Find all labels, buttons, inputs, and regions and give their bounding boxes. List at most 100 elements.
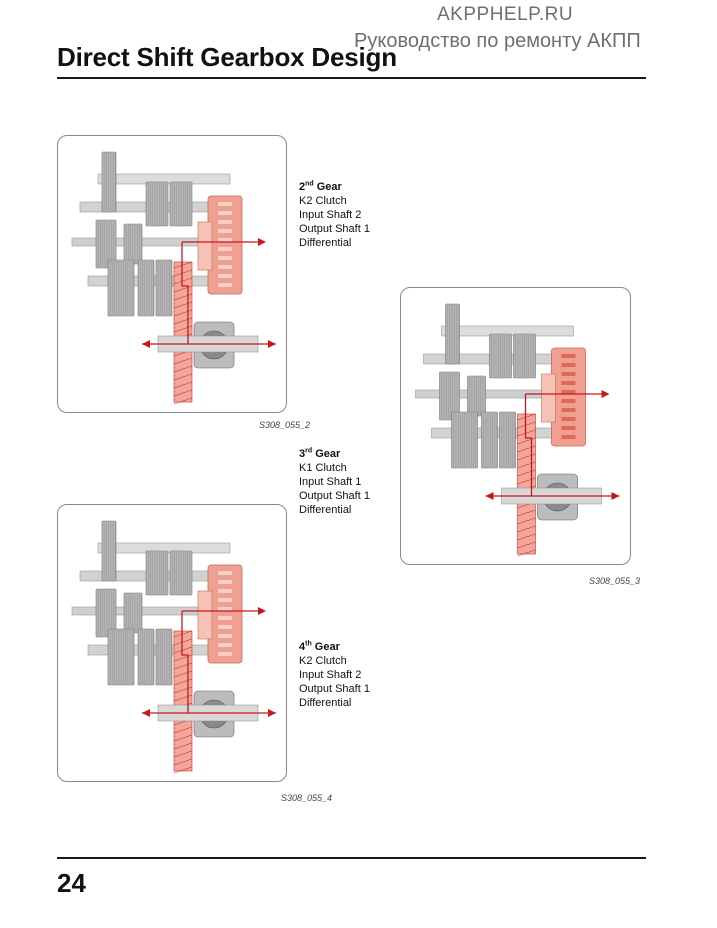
clutch-plate [218, 589, 232, 593]
legend-line: K2 Clutch [299, 655, 347, 667]
legend-line: Output Shaft 1 [299, 223, 370, 235]
clutch-plate [561, 435, 576, 439]
clutch-plate [218, 616, 232, 620]
hatch [173, 750, 193, 758]
hatch [517, 437, 536, 445]
legend-line: Input Shaft 1 [299, 476, 362, 488]
gear [445, 303, 460, 365]
legend-title-3rd-gear: 3rd Gear [299, 447, 341, 460]
hatch [173, 269, 193, 277]
power-flow-arrow [258, 607, 266, 615]
hatch [173, 301, 193, 309]
figure-2nd-gear [57, 135, 287, 413]
figure-code-2nd-gear: S308_055_2 [259, 420, 311, 430]
clutch-plate [218, 274, 232, 278]
hatch [517, 413, 536, 421]
power-flow-line [181, 242, 189, 344]
hatch [173, 734, 193, 742]
clutch-plate [218, 220, 232, 224]
hatch [173, 678, 193, 686]
hatch [173, 662, 193, 670]
gearbox-illustration-3rd-gear [415, 303, 620, 557]
hatch [173, 638, 193, 646]
output-arrow-right [268, 340, 276, 348]
figure-code-4th-gear: S308_055_4 [281, 793, 333, 803]
legend-line: Output Shaft 1 [299, 490, 370, 502]
clutch-plate [218, 202, 232, 206]
hatch [173, 654, 193, 662]
clutch-plate [218, 598, 232, 602]
hatch [173, 758, 193, 766]
clutch-plate [218, 634, 232, 638]
hatch [517, 541, 536, 549]
output-arrow-left [485, 492, 494, 500]
hatch [517, 445, 536, 453]
hatch [517, 525, 536, 533]
watermark-site: AKPPHELP.RU [437, 4, 574, 25]
clutch-plate [218, 607, 232, 611]
hatch [517, 517, 536, 525]
hatch [517, 533, 536, 541]
gear [137, 259, 155, 317]
gear [101, 151, 117, 213]
hatch [517, 549, 536, 557]
hatch [173, 397, 193, 405]
hatch [517, 421, 536, 429]
clutch-plate [218, 283, 232, 287]
clutch-plate [561, 354, 576, 358]
legend-title-2nd-gear: 2nd Gear [299, 180, 342, 193]
hatch [173, 742, 193, 750]
legend-2nd-gear: 2nd Gear K2 Clutch Input Shaft 2 Output … [299, 180, 370, 250]
page-title: Direct Shift Gearbox Design [57, 42, 397, 72]
legend-line: Input Shaft 2 [299, 669, 362, 681]
hatch [173, 766, 193, 774]
legend-line: K2 Clutch [299, 195, 347, 207]
gearbox-illustration-4th-gear [71, 520, 276, 774]
hatch [517, 461, 536, 469]
hatch [173, 694, 193, 702]
hatch [173, 726, 193, 734]
legend-line: Differential [299, 237, 352, 249]
hatch [173, 357, 193, 365]
clutch-hub [541, 373, 556, 423]
legend-title-4th-gear: 4th Gear [299, 640, 340, 653]
clutch-plate [561, 426, 576, 430]
power-flow-arrow [601, 390, 610, 398]
clutch-k [207, 195, 243, 295]
clutch-plate [561, 408, 576, 412]
power-flow-line [181, 611, 189, 713]
clutch-hub [197, 221, 213, 271]
gear [155, 628, 173, 686]
hatch [517, 429, 536, 437]
legend-line: Input Shaft 2 [299, 209, 362, 221]
legend-3rd-gear: 3rd Gear K1 Clutch Input Shaft 1 Output … [299, 447, 370, 517]
legend-line: Differential [299, 697, 352, 709]
clutch-plate [218, 652, 232, 656]
header-rule [57, 77, 646, 79]
power-flow-line [524, 394, 533, 496]
gear [155, 259, 173, 317]
clutch-plate [218, 238, 232, 242]
hatch [173, 389, 193, 397]
output-arrow-left [142, 340, 150, 348]
legend-4th-gear: 4th Gear K2 Clutch Input Shaft 2 Output … [299, 640, 370, 710]
hatch [517, 469, 536, 477]
clutch-plate [218, 229, 232, 233]
hatch [173, 293, 193, 301]
hatch [173, 365, 193, 373]
gearbox-illustration-2nd-gear [71, 151, 276, 405]
hatch [173, 277, 193, 285]
clutch-k [207, 564, 243, 664]
hatch [173, 381, 193, 389]
hatch [173, 285, 193, 293]
figure-4th-gear [57, 504, 287, 782]
hatch [173, 373, 193, 381]
clutch-plate [218, 265, 232, 269]
hatch [173, 309, 193, 317]
output-arrow-left [142, 709, 150, 717]
clutch-plate [561, 417, 576, 421]
hatch [173, 325, 193, 333]
clutch-plate [218, 571, 232, 575]
clutch-plate [218, 256, 232, 260]
hatch [173, 317, 193, 325]
